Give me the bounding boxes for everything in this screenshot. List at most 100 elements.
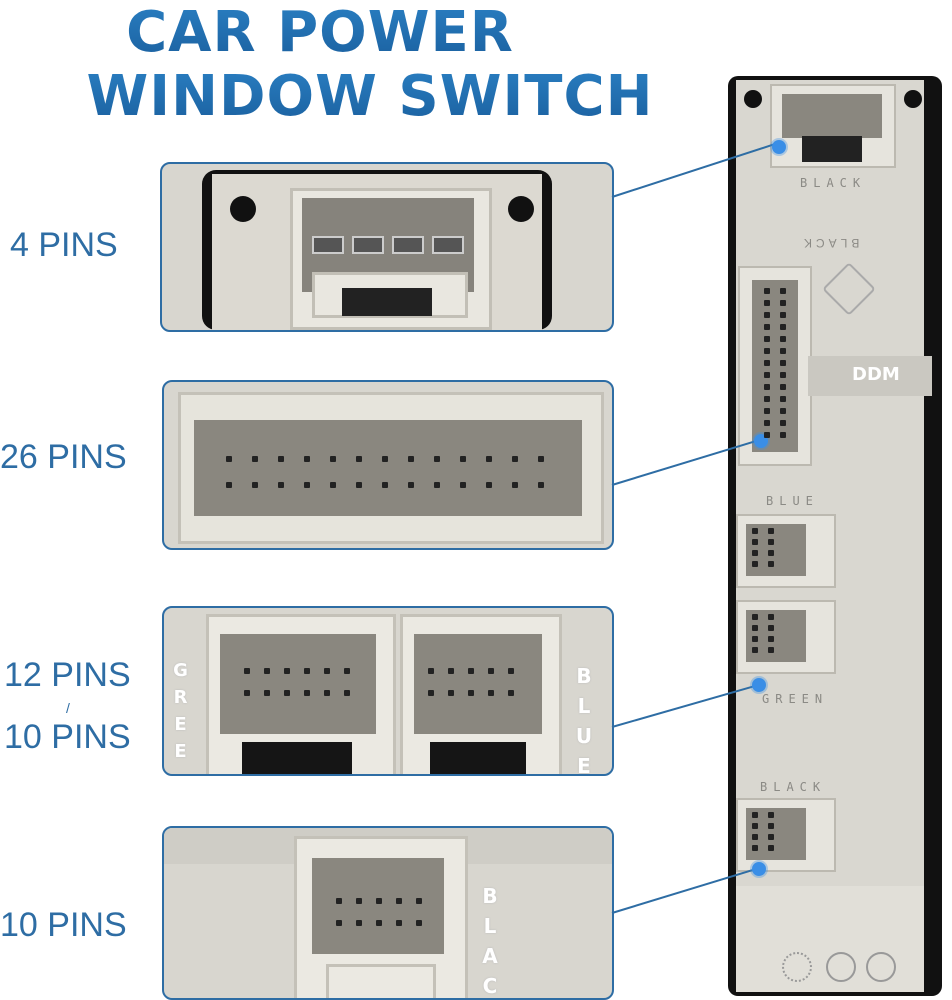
connector-26-pin-cavity [194,420,582,516]
pin [752,528,758,534]
connector-10-pin-cavity [414,634,542,734]
pin [324,668,330,674]
pointer-dot-12-10-pin [752,678,766,692]
pin [512,456,518,462]
pin [768,823,774,829]
connector-12-pin-cavity [220,634,376,734]
pin [244,668,250,674]
panel-10-pin-connector: BLAC [162,826,614,1000]
pin [382,456,388,462]
pin [780,288,786,294]
pin [768,636,774,642]
pin [752,834,758,840]
pin [764,288,770,294]
pin [486,456,492,462]
pin [780,300,786,306]
connector-10-pin-b-latch [326,964,436,998]
pin [764,348,770,354]
pin [336,920,342,926]
pin [408,456,414,462]
pin [264,668,270,674]
pin [448,690,454,696]
pin [304,456,310,462]
pin [344,690,350,696]
strip-text-ddm: DDM [852,364,900,385]
strip-hole-top-left [744,90,762,108]
pin [488,668,494,674]
pin [764,432,770,438]
strip-ddm-band [808,356,932,396]
pin [304,668,310,674]
pin [768,550,774,556]
pin [330,482,336,488]
pin [304,690,310,696]
title-line-2: WINDOW SWITCH [30,64,710,129]
pin [768,625,774,631]
pin [768,539,774,545]
strip-connector-black [736,798,836,872]
arrow-stamp-icon [866,952,896,982]
pin [764,396,770,402]
pin [764,312,770,318]
pin [252,482,258,488]
pin [356,456,362,462]
pin [768,561,774,567]
pin [336,898,342,904]
title-line-1: CAR POWER [0,0,640,65]
pin [434,482,440,488]
pin [780,372,786,378]
pin-1 [312,236,344,254]
pin [356,482,362,488]
pin [376,920,382,926]
pointer-dot-4-pin [772,140,786,154]
pin [508,690,514,696]
panel-26-pin-connector [162,380,614,550]
strip-connector-4-pin [770,84,896,168]
pin [768,647,774,653]
strip-4-pin-cavity [782,94,882,138]
pin [428,690,434,696]
pin [538,456,544,462]
pin [752,550,758,556]
pin [512,482,518,488]
panel-text-green: GREE [170,660,191,768]
pin [768,614,774,620]
pin [752,647,758,653]
pin [434,456,440,462]
pin [764,360,770,366]
pin [764,420,770,426]
label-10-pins-b: 10 PINS [0,906,127,944]
pin-4 [432,236,464,254]
pin [460,456,466,462]
strip-hole-top-right [904,90,922,108]
pin [764,336,770,342]
pin [752,614,758,620]
strip-4-pin-latch [802,136,862,162]
pin [226,456,232,462]
date-stamp-icon [782,952,812,982]
mount-hole-right [508,196,534,222]
pin [780,408,786,414]
pin [428,668,434,674]
pin [408,482,414,488]
pin [244,690,250,696]
pin [752,812,758,818]
strip-connector-blue [736,514,836,588]
pin [252,456,258,462]
connector-10-pin-b-cavity [312,858,444,954]
pin [396,920,402,926]
pin [768,812,774,818]
pin [278,456,284,462]
strip-text-green: GREEN [762,692,829,706]
pin [752,561,758,567]
pin [780,336,786,342]
pin [780,396,786,402]
mount-hole-left [230,196,256,222]
connector-4-pin-latch-gap [342,288,432,316]
pin-3 [392,236,424,254]
pin [486,482,492,488]
pin [752,845,758,851]
label-12-pins: 12 PINS [4,656,131,694]
label-slash: / [66,700,70,716]
pin [780,360,786,366]
